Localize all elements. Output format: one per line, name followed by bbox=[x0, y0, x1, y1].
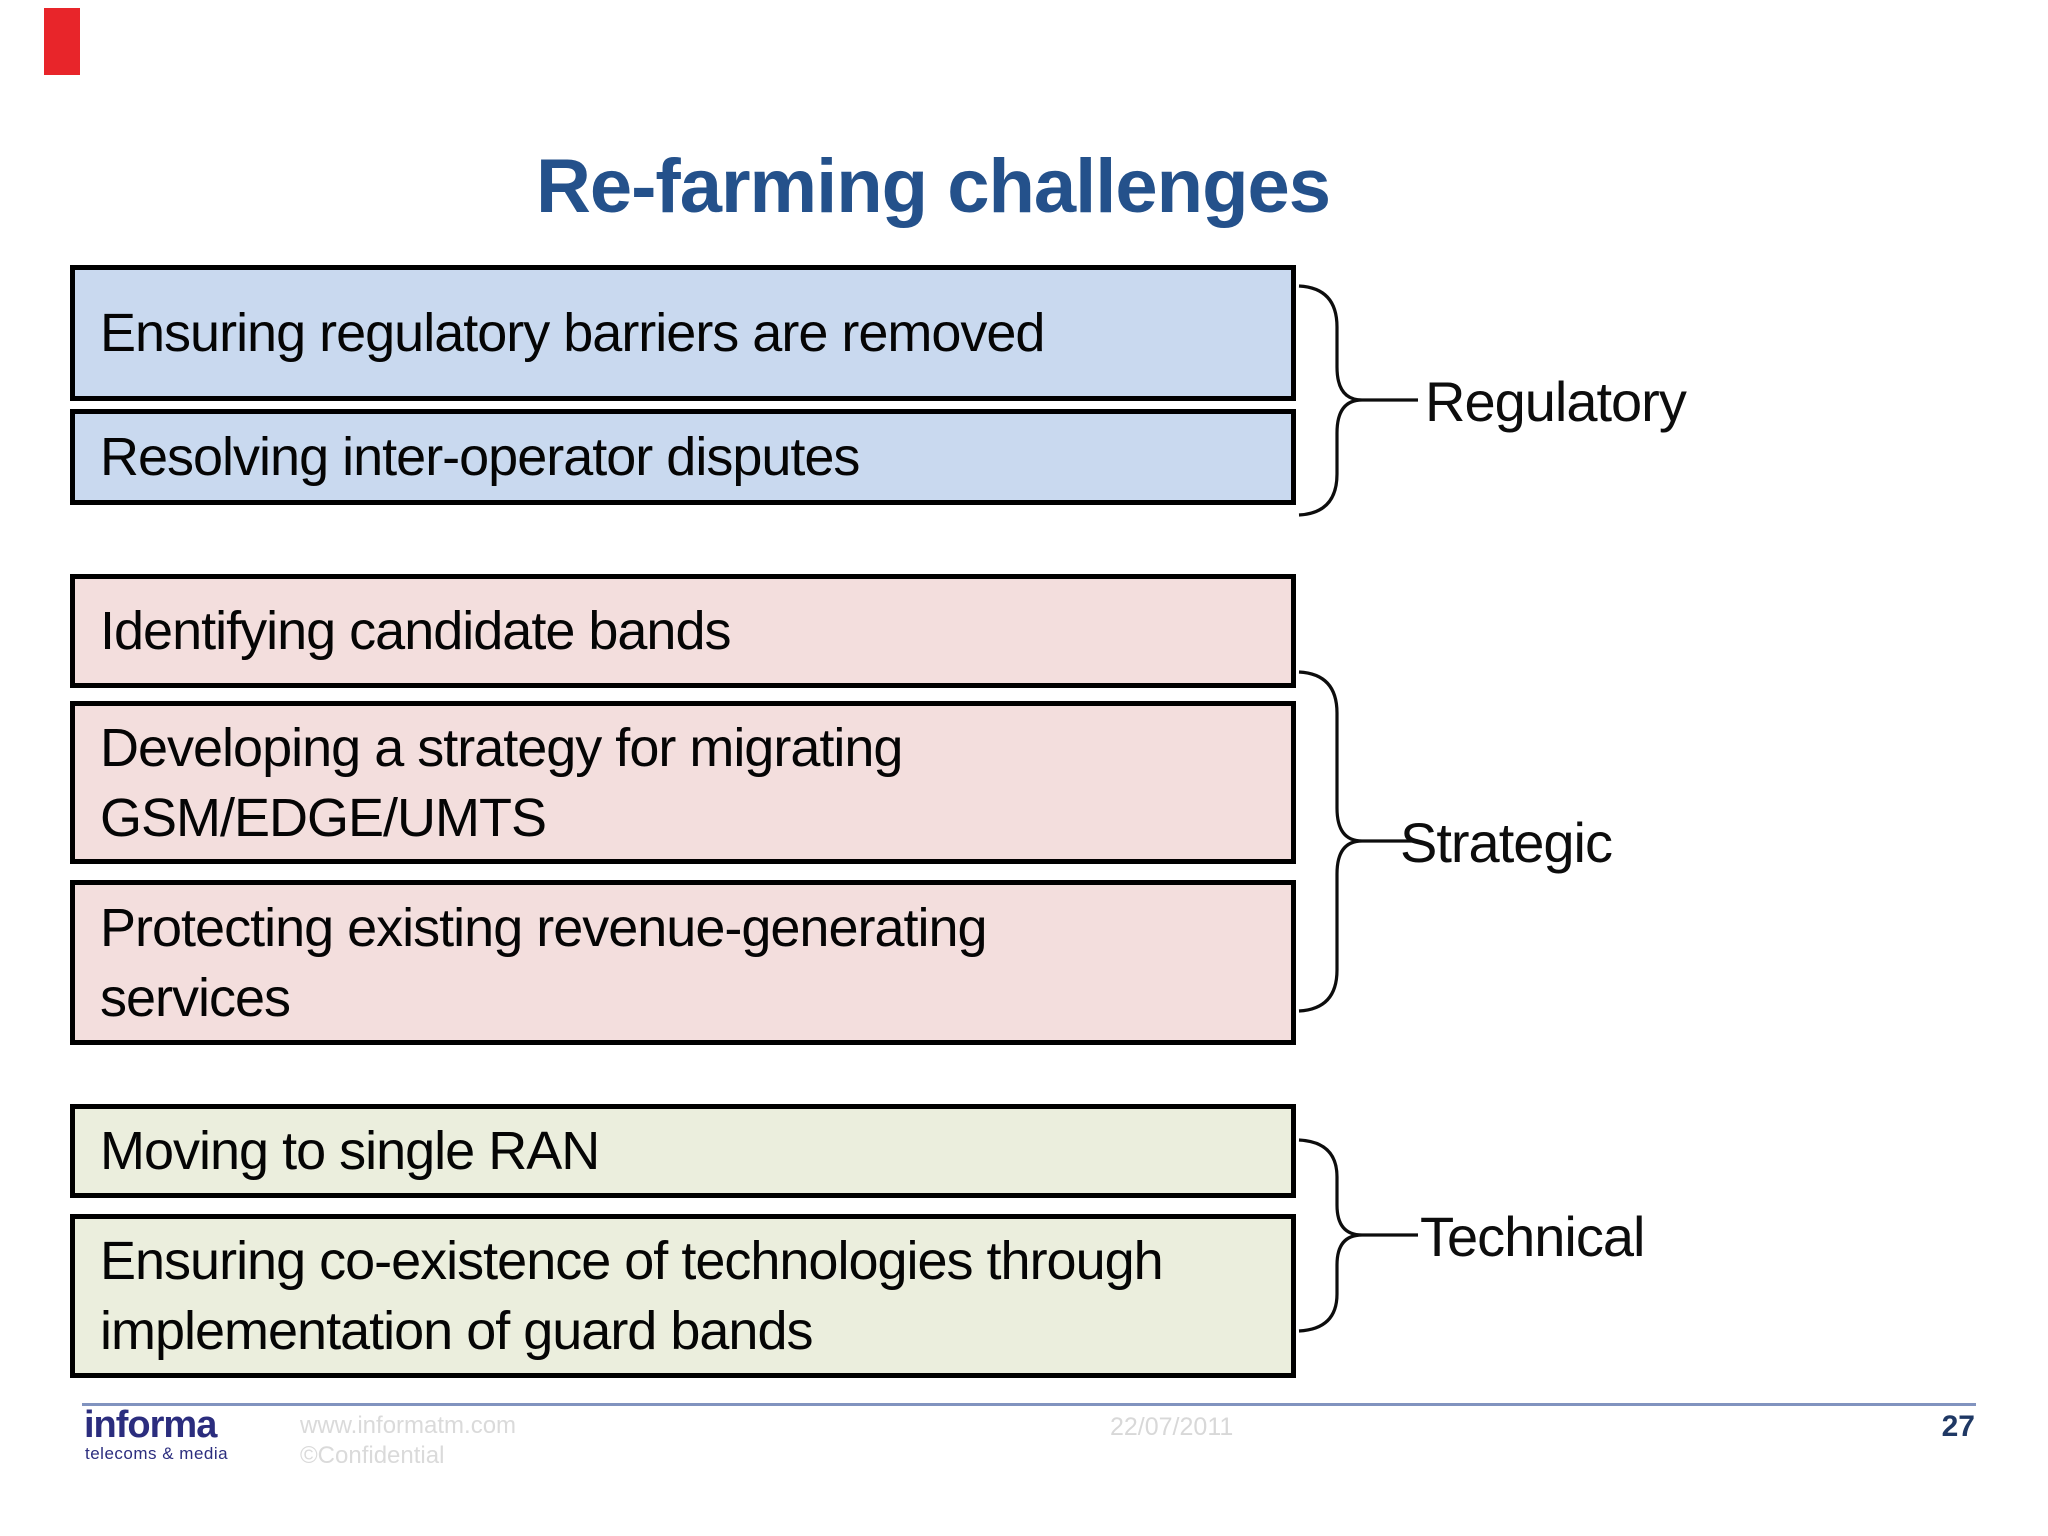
page-number: 27 bbox=[1941, 1410, 1975, 1443]
box-strategic-1: Identifying candidate bands bbox=[70, 574, 1296, 688]
regulatory-brace-icon bbox=[1296, 283, 1426, 518]
box-technical-2: Ensuring co-existence of technologies th… bbox=[70, 1214, 1296, 1378]
footer-divider bbox=[82, 1403, 1976, 1406]
group-label-regulatory: Regulatory bbox=[1425, 370, 1687, 433]
strategic-brace-icon bbox=[1296, 669, 1426, 1014]
technical-brace-icon bbox=[1296, 1137, 1426, 1334]
box-strategic-2: Developing a strategy for migrating GSM/… bbox=[70, 701, 1296, 864]
slide-title: Re-farming challenges bbox=[535, 143, 1331, 229]
informa-logo: informa bbox=[84, 1404, 217, 1446]
footer-url: www.informatm.com bbox=[300, 1412, 517, 1439]
red-marker bbox=[44, 8, 80, 75]
informa-logo-subtitle: telecoms & media bbox=[85, 1444, 229, 1463]
footer-confidential: ©Confidential bbox=[300, 1442, 445, 1469]
group-label-strategic: Strategic bbox=[1400, 811, 1613, 874]
box-technical-1: Moving to single RAN bbox=[70, 1104, 1296, 1198]
box-strategic-3: Protecting existing revenue-generating s… bbox=[70, 880, 1296, 1045]
box-regulatory-1: Ensuring regulatory barriers are removed bbox=[70, 265, 1296, 401]
box-regulatory-2: Resolving inter-operator disputes bbox=[70, 409, 1296, 505]
group-label-technical: Technical bbox=[1420, 1205, 1645, 1268]
footer-date: 22/07/2011 bbox=[1110, 1413, 1234, 1441]
